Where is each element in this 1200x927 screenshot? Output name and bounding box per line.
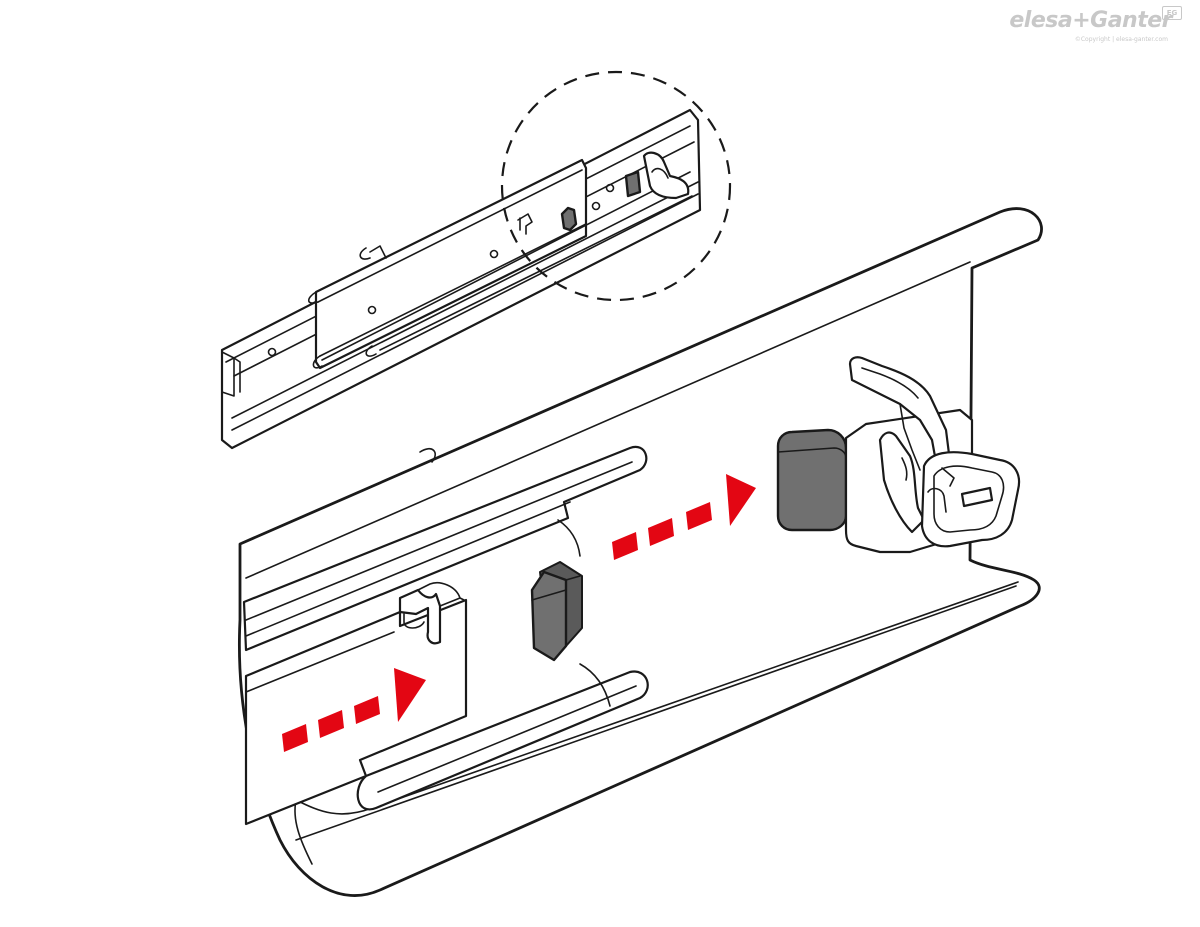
brand-badge: EG (1162, 6, 1182, 20)
brand-logo: elesa+Ganter EG ©Copyright | elesa-gante… (1009, 6, 1182, 46)
brand-logo-text: elesa+Ganter (1009, 8, 1172, 33)
end-clip (844, 356, 1021, 554)
middle-stop (530, 561, 583, 662)
magnifier-circle (500, 70, 732, 302)
arrow-lower (282, 668, 426, 752)
end-stop (776, 428, 848, 532)
overview-slide (220, 108, 702, 450)
rail-latch (398, 582, 465, 645)
brand-copyright: ©Copyright | elesa-ganter.com (1074, 36, 1168, 43)
overview-stop-inner (560, 206, 578, 232)
overview-stop-outer (624, 170, 642, 198)
mount-holes (267, 183, 615, 357)
arrow-upper (612, 474, 756, 560)
